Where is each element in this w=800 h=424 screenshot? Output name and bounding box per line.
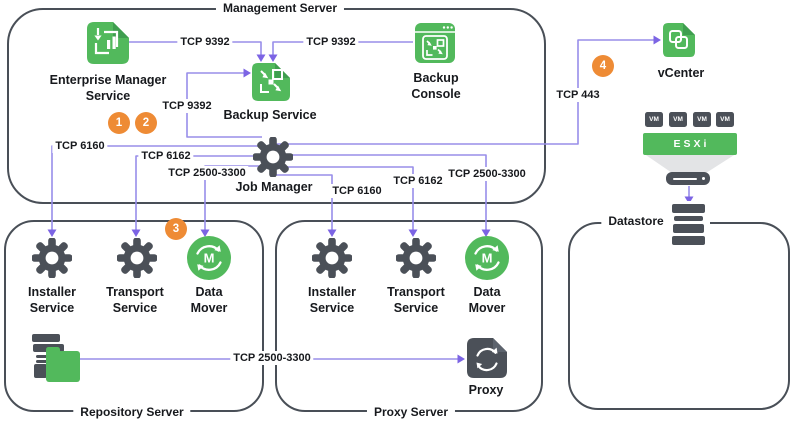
proxy-node-label: Proxy bbox=[468, 383, 504, 397]
repository-storage-icon bbox=[34, 364, 47, 378]
data-mover-monogram: M bbox=[481, 250, 493, 266]
port-label-tcp9392-console: TCP 9392 bbox=[303, 35, 359, 49]
enterprise-manager-label: Enterprise Manager Service bbox=[50, 73, 167, 104]
proxy-data-mover-label: Data Mover bbox=[469, 285, 506, 316]
port-label-tcp2500-left: TCP 2500-3300 bbox=[165, 166, 249, 180]
step-badge-2: 2 bbox=[135, 112, 157, 134]
port-label-tcp443: TCP 443 bbox=[553, 88, 603, 102]
data-mover-monogram: M bbox=[203, 250, 215, 266]
backup-console-label-line2: Console bbox=[411, 86, 461, 101]
transport-label-line1: Transport bbox=[387, 285, 445, 299]
vm-icon: VM bbox=[669, 112, 687, 127]
step-badge-1: 1 bbox=[108, 112, 130, 134]
disk-stack-icon bbox=[672, 236, 705, 245]
installer-label-line1: Installer bbox=[28, 285, 76, 299]
installer-label-line1: Installer bbox=[308, 285, 356, 299]
data-mover-label-line1: Data bbox=[473, 285, 501, 299]
job-manager-gear-icon bbox=[253, 137, 293, 177]
data-mover-label-line2: Mover bbox=[468, 300, 506, 315]
port-label-tcp2500-right: TCP 2500-3300 bbox=[445, 167, 529, 181]
disk-stack-icon bbox=[674, 216, 703, 221]
installer-label-line2: Service bbox=[309, 300, 355, 315]
repository-storage-icon bbox=[32, 334, 60, 342]
port-label-tcp2500-storage: TCP 2500-3300 bbox=[230, 351, 314, 365]
vm-icon: VM bbox=[645, 112, 663, 127]
port-label-tcp6162-left: TCP 6162 bbox=[138, 149, 194, 163]
enterprise-manager-label-line2: Service bbox=[85, 88, 131, 103]
esxi-funnel-shape bbox=[645, 155, 735, 173]
backup-console-icon bbox=[415, 23, 455, 63]
proxy-installer-gear-icon bbox=[312, 238, 352, 278]
port-label-tcp6160-left: TCP 6160 bbox=[52, 139, 108, 153]
enterprise-manager-label-line1: Enterprise Manager bbox=[49, 73, 167, 87]
management-server-label: Management Server bbox=[215, 1, 345, 15]
repo-data-mover-label: Data Mover bbox=[191, 285, 228, 316]
transport-label-line1: Transport bbox=[106, 285, 164, 299]
backup-console-label-line1: Backup bbox=[413, 71, 459, 85]
proxy-icon bbox=[466, 337, 508, 379]
proxy-server-label: Proxy Server bbox=[366, 405, 456, 419]
installer-label-line2: Service bbox=[29, 300, 75, 315]
port-label-tcp9392-job: TCP 9392 bbox=[159, 99, 215, 113]
vcenter-icon bbox=[663, 23, 695, 57]
proxy-transport-label: Transport Service bbox=[387, 285, 445, 316]
repo-installer-label: Installer Service bbox=[28, 285, 76, 316]
repository-storage-icon bbox=[36, 355, 54, 358]
backup-folder-icon bbox=[46, 347, 80, 382]
repo-transport-label: Transport Service bbox=[106, 285, 164, 316]
datastore-label: Datastore bbox=[601, 214, 671, 228]
port-label-tcp6160-right: TCP 6160 bbox=[329, 184, 385, 198]
vm-icon: VM bbox=[716, 112, 734, 127]
transport-label-line2: Service bbox=[393, 300, 439, 315]
enterprise-manager-icon bbox=[87, 22, 129, 64]
proxy-installer-label: Installer Service bbox=[308, 285, 356, 316]
step-badge-4: 4 bbox=[592, 55, 614, 77]
vm-icon: VM bbox=[693, 112, 711, 127]
port-label-tcp9392-em: TCP 9392 bbox=[177, 35, 233, 49]
server-appliance-icon bbox=[666, 172, 710, 185]
esxi-host-bar: ESXi bbox=[643, 133, 737, 155]
transport-label-line2: Service bbox=[112, 300, 158, 315]
repository-server-label: Repository Server bbox=[73, 405, 191, 419]
repository-storage-icon bbox=[36, 360, 54, 363]
data-mover-label-line2: Mover bbox=[190, 300, 228, 315]
backup-service-icon bbox=[252, 63, 290, 101]
vcenter-label: vCenter bbox=[657, 66, 705, 80]
proxy-transport-gear-icon bbox=[396, 238, 436, 278]
step-badge-3: 3 bbox=[165, 218, 187, 240]
port-label-tcp6162-right: TCP 6162 bbox=[390, 174, 446, 188]
disk-stack-icon bbox=[672, 204, 705, 213]
repo-transport-gear-icon bbox=[117, 238, 157, 278]
repo-installer-gear-icon bbox=[32, 238, 72, 278]
disk-stack-icon bbox=[673, 224, 704, 233]
job-manager-label: Job Manager bbox=[235, 180, 313, 194]
backup-service-label: Backup Service bbox=[223, 108, 317, 122]
data-mover-label-line1: Data bbox=[195, 285, 223, 299]
backup-console-label: Backup Console bbox=[411, 71, 460, 102]
